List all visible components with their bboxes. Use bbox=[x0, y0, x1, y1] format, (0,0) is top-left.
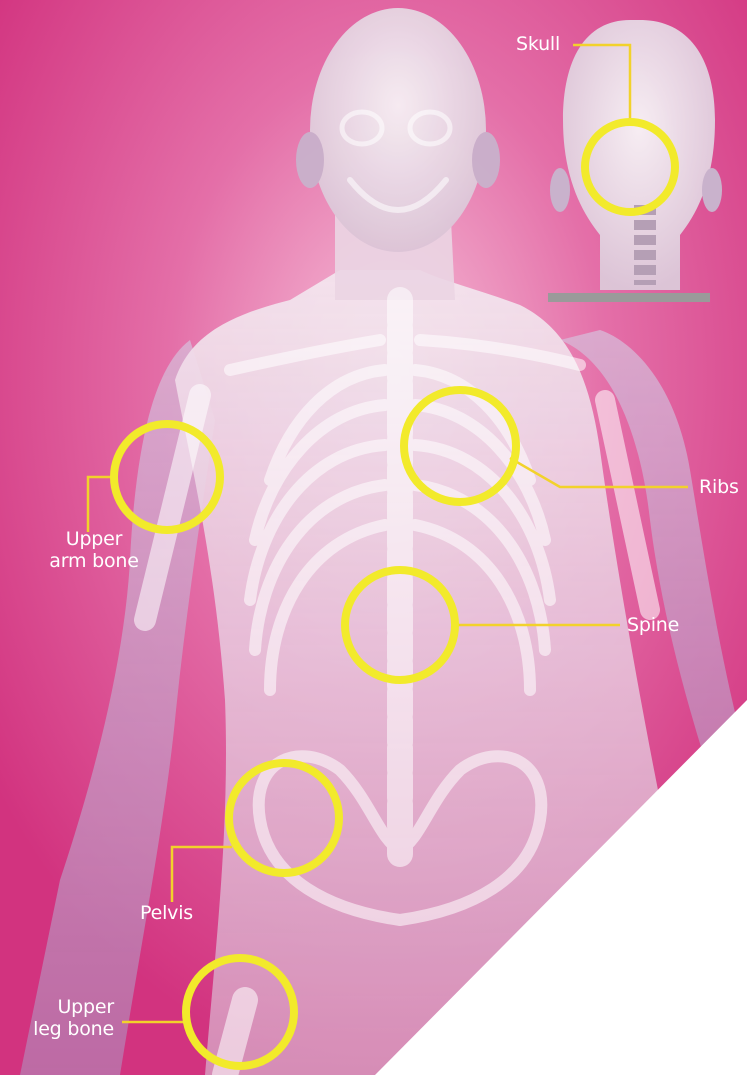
label-ribs: Ribs bbox=[699, 476, 739, 498]
left-ear bbox=[296, 132, 324, 188]
head bbox=[310, 8, 486, 252]
label-skull: Skull bbox=[516, 33, 560, 55]
label-spine: Spine bbox=[627, 614, 679, 636]
inset-stand-bar bbox=[548, 293, 710, 302]
inset-ear-left bbox=[550, 168, 570, 212]
right-ear bbox=[472, 132, 500, 188]
label-upper-arm-line2: arm bone bbox=[48, 550, 140, 572]
label-upper-arm-line1: Upper bbox=[48, 528, 140, 550]
label-upper-leg-line1: Upper bbox=[10, 996, 114, 1018]
label-upper-leg-line2: leg bone bbox=[10, 1018, 114, 1040]
label-upper-arm-bone: Upper arm bone bbox=[48, 528, 140, 572]
inset-ear-right bbox=[702, 168, 722, 212]
label-upper-leg-bone: Upper leg bone bbox=[10, 996, 114, 1040]
label-pelvis: Pelvis bbox=[140, 902, 193, 924]
